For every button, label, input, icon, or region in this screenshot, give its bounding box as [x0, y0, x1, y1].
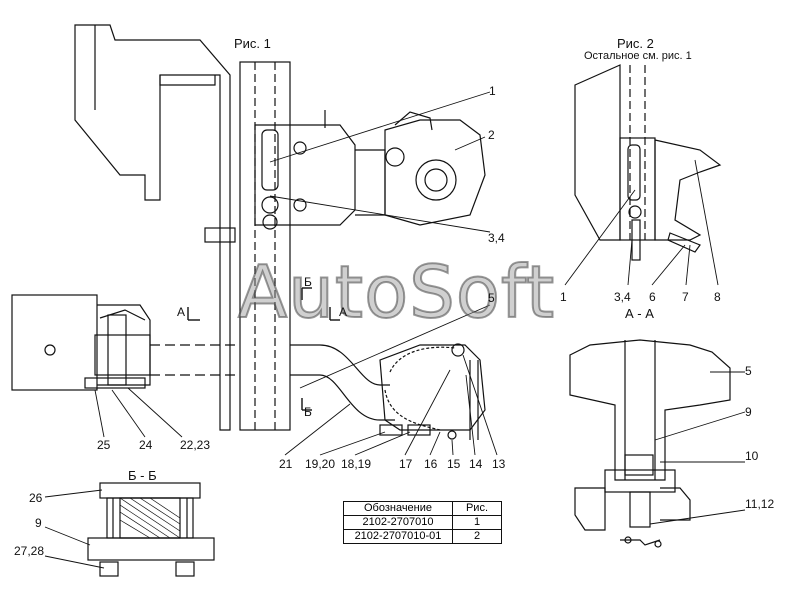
section-mark-a-right: А — [339, 305, 348, 319]
hitch-beam-drawing — [11, 294, 486, 440]
table-row: 2102-2707010-01 2 — [343, 529, 502, 544]
table-cell-designation: 2102-2707010-01 — [343, 529, 453, 544]
table-cell-figure: 2 — [452, 529, 502, 544]
figure-1-title: Рис. 1 — [234, 36, 271, 51]
callout-13: 13 — [492, 457, 506, 471]
specification-table: Обозначение Рис. 2102-2707010 1 2102-270… — [343, 501, 502, 544]
section-bb-callout-26: 26 — [29, 491, 43, 505]
callout-24: 24 — [139, 438, 153, 452]
table-row: 2102-2707010 1 — [343, 515, 502, 530]
callout-22-23: 22,23 — [180, 438, 211, 452]
section-aa-callout-11-12: 11,12 — [745, 497, 775, 511]
callout-21: 21 — [279, 457, 293, 471]
section-markers — [187, 287, 340, 411]
callout-15: 15 — [447, 457, 461, 471]
section-mark-a-left: А — [177, 305, 186, 319]
section-bb-callout-9: 9 — [35, 516, 42, 530]
section-aa-callout-9: 9 — [745, 405, 752, 419]
callout-25: 25 — [97, 438, 111, 452]
callout-16: 16 — [424, 457, 438, 471]
fig2-callout-3-4: 3,4 — [614, 290, 631, 304]
callout-1: 1 — [489, 84, 496, 98]
section-a-a-drawing — [569, 339, 731, 548]
fig2-callout-1: 1 — [560, 290, 567, 304]
table-cell-figure: 1 — [452, 515, 502, 530]
callout-17: 17 — [399, 457, 413, 471]
figure-2-drawing — [574, 64, 722, 261]
callout-19-20: 19,20 — [305, 457, 336, 471]
table-header-designation: Обозначение — [343, 501, 453, 516]
leader-lines — [44, 91, 746, 569]
callout-18-19: 18,19 — [341, 457, 372, 471]
callout-2: 2 — [488, 128, 495, 142]
callout-5: 5 — [488, 291, 495, 305]
fig2-callout-8: 8 — [714, 290, 721, 304]
section-bb-callout-27-28: 27,28 — [14, 544, 45, 558]
section-b-b-drawing — [87, 482, 215, 577]
callout-3-4: 3,4 — [488, 231, 505, 245]
figure-2-note: Остальное см. рис. 1 — [584, 50, 692, 62]
section-mark-b-top: Б — [304, 275, 312, 289]
section-a-a-title: А - А — [625, 306, 654, 321]
section-aa-callout-5: 5 — [745, 364, 752, 378]
table-header-figure: Рис. — [452, 501, 502, 516]
callout-14: 14 — [469, 457, 483, 471]
table-cell-designation: 2102-2707010 — [343, 515, 453, 530]
figure-1-drawing — [74, 24, 486, 431]
fig2-callout-7: 7 — [682, 290, 689, 304]
section-b-b-title: Б - Б — [128, 468, 157, 483]
fig2-callout-6: 6 — [649, 290, 656, 304]
section-mark-b-bottom: Б — [304, 405, 312, 419]
section-aa-callout-10: 10 — [745, 449, 759, 463]
table-header-row: Обозначение Рис. — [343, 501, 502, 516]
figure-2-title: Рис. 2 — [617, 36, 654, 51]
